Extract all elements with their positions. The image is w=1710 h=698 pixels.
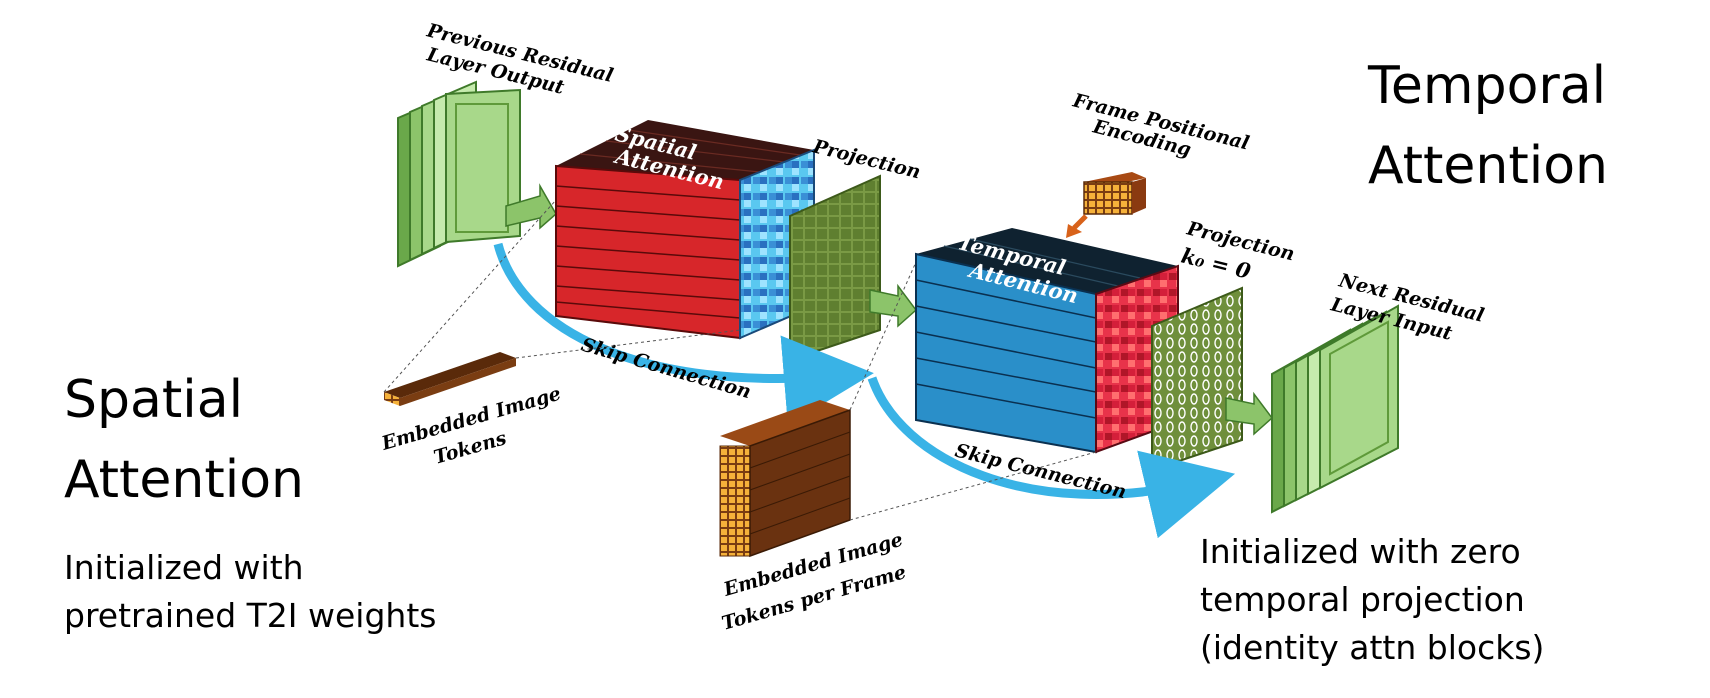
spatial-attention-block <box>555 120 815 340</box>
previous-residual-stack <box>397 80 521 268</box>
temporal-note-line-1: Initialized with zero <box>1200 532 1521 571</box>
temporal-note-line-3: (identity attn blocks) <box>1200 628 1545 667</box>
middle-arrow <box>869 283 918 328</box>
spatial-note-line-1: Initialized with <box>64 548 304 587</box>
temporal-title-line-2: Attention <box>1368 136 1608 196</box>
temporal-attention-block <box>915 228 1179 454</box>
embedded-tokens-per-frame-block <box>719 261 1097 558</box>
skip-connection-2-arrow <box>867 376 1236 539</box>
skip-connection-1-arrow <box>493 242 874 426</box>
temporal-note-line-2: temporal projection <box>1200 580 1525 619</box>
temporal-init-note: Initialized with zero temporal projectio… <box>1200 528 1544 672</box>
next-residual-stack <box>1271 304 1399 514</box>
spatial-init-note: Initialized with pretrained T2I weights <box>64 544 436 640</box>
embedded-tokens-rod <box>383 199 741 406</box>
output-arrow <box>1225 391 1274 436</box>
skip-connection-1-label: Skip Connection <box>579 334 754 404</box>
spatial-attention-title: Spatial Attention <box>64 360 304 520</box>
spatial-title-line-2: Attention <box>64 450 304 510</box>
frame-positional-encoding-cube <box>1066 172 1146 238</box>
spatial-note-line-2: pretrained T2I weights <box>64 596 437 635</box>
input-arrow <box>505 183 557 230</box>
projection-1-label: Projection <box>810 135 923 183</box>
spatial-title-line-1: Spatial <box>64 370 244 430</box>
projection-1-panel <box>789 174 881 362</box>
temporal-attention-title: Temporal Attention <box>1368 46 1608 206</box>
temporal-title-line-1: Temporal <box>1368 56 1607 116</box>
projection-2-panel <box>1151 286 1243 472</box>
